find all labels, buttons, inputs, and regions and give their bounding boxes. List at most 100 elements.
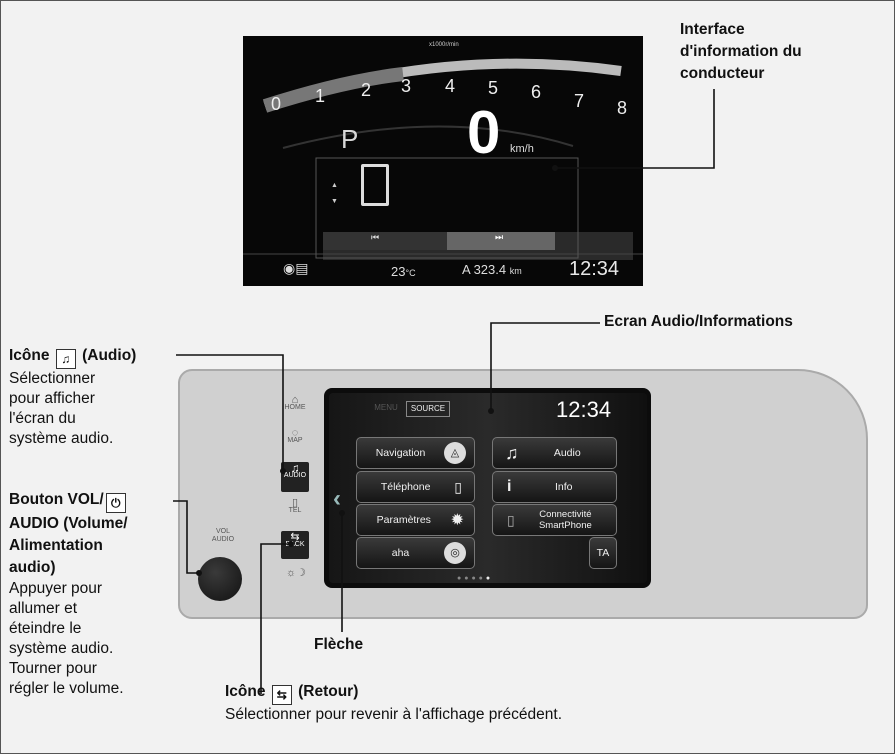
home-icon: ⌂ [291, 394, 299, 406]
scroll-arrows: ▲▼ [331, 182, 338, 205]
trip-unit: km [509, 266, 522, 276]
vol-title-line: AUDIO (Volume/ [9, 515, 128, 532]
vol-title-line: audio) [9, 559, 56, 576]
music-note-icon: ♫ [55, 349, 76, 369]
power-icon: ⏻ [105, 493, 126, 513]
music-note-icon: ♫ [505, 442, 519, 463]
home-button-label: HOME [284, 404, 306, 411]
audio-icon-title-text: (Audio) [82, 347, 137, 364]
phone-icon: ▯ [454, 478, 462, 495]
driver-info-line: d'information du [680, 43, 802, 60]
smartphone-label-line: Connectivité [539, 509, 592, 520]
settings-tile[interactable]: Paramètres ✹ [356, 504, 475, 536]
outside-temperature: 23°C [391, 264, 416, 279]
info-tile[interactable]: i Info [492, 471, 617, 503]
brightness-button[interactable]: ☼☽ [286, 567, 306, 579]
map-button-label: MAP [287, 437, 303, 444]
map-button[interactable]: ◌MAP [280, 428, 310, 445]
vol-desc-line: Tourner pour [9, 660, 97, 677]
phone-icon [361, 164, 389, 206]
temperature-value: 23 [391, 264, 406, 279]
vol-desc-line: éteindre le [9, 620, 82, 637]
rpm-tick: 7 [574, 91, 585, 111]
gear-icon: ✹ [450, 512, 464, 529]
driver-info-line: Interface [680, 21, 745, 38]
back-icon-title-text: Icône [225, 683, 266, 700]
ta-label: TA [596, 547, 610, 559]
vol-title-text: Bouton VOL/ [9, 491, 104, 508]
back-button[interactable]: ⇆BACK [281, 531, 309, 559]
next-track-icon: ⏭ [495, 232, 504, 242]
tab-source[interactable]: SOURCE [406, 401, 450, 417]
aha-tile[interactable]: aha ◎ [356, 537, 475, 569]
tab-menu[interactable]: MENU [374, 403, 398, 412]
home-button[interactable]: ⌂HOME [280, 394, 310, 412]
audio-screen-label: Ecran Audio/Informations [604, 313, 793, 330]
rpm-tick: 8 [617, 98, 628, 118]
audio-label: Audio [553, 447, 581, 459]
settings-label: Paramètres [376, 514, 431, 526]
left-arrow-icon[interactable]: ‹ [333, 485, 341, 512]
smartphone-icon: ▯ [507, 511, 515, 528]
telephone-label: Téléphone [380, 481, 431, 493]
ta-button[interactable]: TA [589, 537, 617, 569]
settings-indicator-icon: ◉▤ [283, 260, 309, 276]
rpm-tick: 1 [315, 86, 326, 106]
audio-icon-desc-line: Sélectionner [9, 370, 96, 387]
vol-knob-label-line: VOL [215, 528, 230, 535]
aha-icon: ◎ [444, 542, 466, 564]
tel-button[interactable]: ▯TEL [280, 498, 310, 515]
speed-readout: 0 [467, 99, 501, 166]
back-icon-desc: Sélectionner pour revenir à l'affichage … [225, 706, 562, 723]
vol-title-line: Bouton VOL/⏻ [9, 489, 179, 513]
telephone-tile[interactable]: Téléphone ▯ [356, 471, 475, 503]
screen-clock: 12:34 [556, 397, 612, 422]
back-button-label: BACK [285, 541, 305, 548]
vol-desc-line: Appuyer pour [9, 580, 103, 597]
rpm-tick: 6 [531, 82, 542, 102]
driver-info-line: conducteur [680, 65, 765, 82]
temperature-unit: °C [405, 268, 416, 278]
tachometer-arc [243, 58, 643, 260]
rpm-tick: 2 [361, 80, 372, 100]
info-label: Info [554, 481, 573, 493]
info-icon: i [507, 478, 512, 495]
audio-tile[interactable]: ♫ Audio [492, 437, 617, 469]
navigation-label: Navigation [375, 447, 426, 459]
back-icon-callout: Icône ⇆ (Retour) Sélectionner pour reven… [225, 681, 562, 725]
vol-desc-line: allumer et [9, 600, 78, 617]
rpm-tick: 4 [445, 76, 456, 96]
navigation-icon: ◬ [444, 442, 466, 464]
navigation-tile[interactable]: Navigation ◬ [356, 437, 475, 469]
tel-button-label: TEL [288, 507, 302, 514]
back-icon-title: Icône ⇆ (Retour) [225, 681, 562, 705]
page-dots: ●●●●● [457, 575, 494, 582]
audio-icon-desc-line: pour afficher [9, 390, 95, 407]
back-button-icon: ⇆ [290, 531, 300, 543]
rpm-tick: 5 [488, 78, 499, 98]
gear-indicator: P [341, 124, 359, 154]
trip-meter: A 323.4 km [462, 262, 522, 277]
arrow-label: Flèche [314, 636, 364, 653]
vol-callout: Bouton VOL/⏻ AUDIO (Volume/ Alimentation… [9, 489, 179, 699]
back-icon-title-text: (Retour) [298, 683, 359, 700]
vol-title-line: Alimentation [9, 537, 103, 554]
rpm-tick: 3 [401, 76, 412, 96]
driver-info-label: Interface d'information du conducteur [680, 19, 802, 85]
cluster-clock: 12:34 [569, 258, 620, 280]
aha-label: aha [391, 547, 410, 559]
audio-icon-desc-line: l'écran du [9, 410, 76, 427]
audio-icon-title: Icône ♫ (Audio) [9, 345, 174, 369]
rpm-tick: 0 [271, 94, 282, 114]
vol-desc-line: système audio. [9, 640, 114, 657]
audio-button[interactable]: ♫AUDIO [281, 462, 309, 492]
back-icon: ⇆ [271, 685, 292, 705]
volume-knob[interactable] [198, 557, 242, 601]
speed-unit: km/h [510, 143, 534, 155]
vol-desc-line: régler le volume. [9, 680, 124, 697]
